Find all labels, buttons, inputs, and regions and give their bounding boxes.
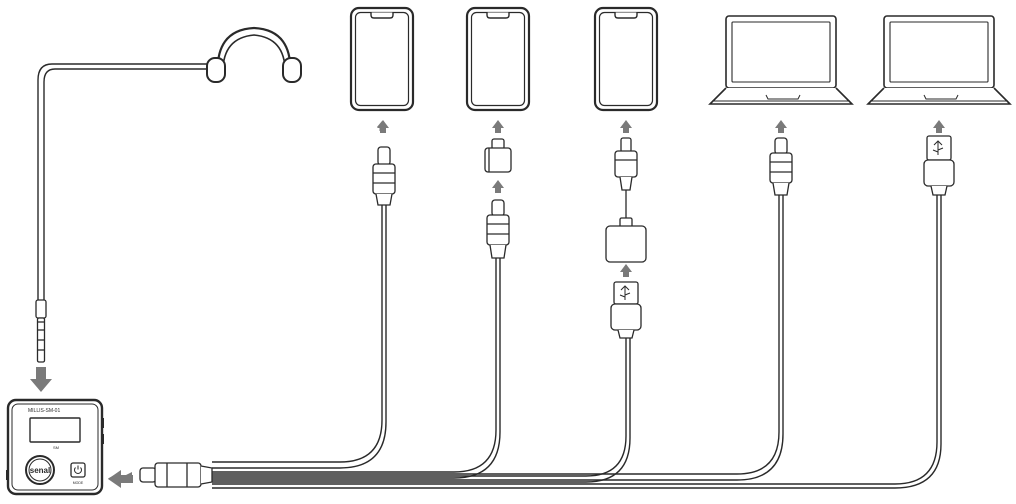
adapter-icon bbox=[484, 138, 512, 173]
power-button bbox=[70, 462, 86, 478]
usb-a-connector-icon bbox=[610, 281, 642, 339]
headphones-icon bbox=[206, 26, 302, 83]
power-caption: MODE bbox=[73, 481, 84, 485]
arrow-down-icon bbox=[30, 367, 52, 392]
cable-phone-3 bbox=[212, 338, 631, 483]
arrows bbox=[30, 120, 945, 488]
brand-logo: senal bbox=[30, 466, 50, 475]
smartphone-icon bbox=[593, 6, 659, 112]
cable-phone-2 bbox=[212, 258, 501, 479]
adapter-icon bbox=[605, 190, 647, 263]
cable-laptop-2 bbox=[212, 195, 942, 489]
headphone-cable bbox=[37, 63, 213, 300]
usb-c-connector-icon bbox=[486, 199, 510, 259]
lightning-connector-icon bbox=[614, 137, 638, 191]
smartphone-icon bbox=[349, 6, 415, 112]
cable-phone-1 bbox=[212, 205, 387, 469]
laptop-icon bbox=[708, 15, 854, 105]
usb-c-connector-icon bbox=[769, 137, 793, 196]
usb-c-connector-icon bbox=[139, 462, 213, 488]
recorder-device: MILLIS-SM-01 SM senal MODE bbox=[6, 398, 104, 496]
device-screen bbox=[29, 417, 81, 443]
laptop-icon bbox=[866, 15, 1012, 105]
model-label: MILLIS-SM-01 bbox=[28, 408, 60, 414]
smartphone-icon bbox=[465, 6, 531, 112]
trrs-plug-icon bbox=[35, 299, 47, 363]
cable-laptop-1 bbox=[212, 195, 784, 481]
power-icon bbox=[74, 465, 82, 474]
cables bbox=[37, 63, 942, 489]
main-button bbox=[25, 455, 55, 485]
usb-c-connector-icon bbox=[372, 146, 396, 206]
screen-caption: SM bbox=[53, 445, 59, 450]
usb-a-connector-icon bbox=[923, 135, 955, 196]
